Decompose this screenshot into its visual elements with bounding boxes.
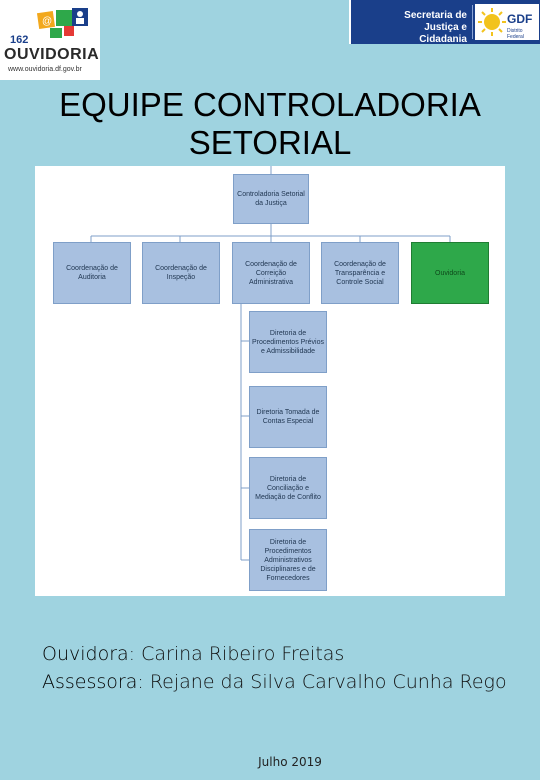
org-box-procedimentos-disciplinares: Diretoria de Procedimentos Administrativ…: [249, 529, 327, 591]
logo-url-text: www.ouvidoria.df.gov.br: [8, 66, 82, 73]
banner-divider: [472, 5, 473, 39]
org-box-ouvidoria: Ouvidoria: [411, 242, 489, 304]
svg-text:@: @: [42, 16, 52, 27]
org-box-inspecao: Coordenação de Inspeção: [142, 242, 220, 304]
gdf-text: GDF: [507, 12, 533, 26]
staff-ouvidora: Ouvidora: Carina Ribeiro Freitas: [42, 643, 345, 665]
staff-role: Assessora: [42, 671, 138, 693]
staff-role: Ouvidora: [42, 643, 129, 665]
org-chart: Controladoria Setorial da Justiça Coorde…: [35, 166, 505, 596]
secretariat-name: Secretaria de Justiça e Cidadania: [395, 10, 467, 46]
document-date: Julho 2019: [258, 755, 322, 769]
org-chart-connectors: [90, 166, 451, 561]
title-line-1: EQUIPE CONTROLADORIA: [59, 86, 481, 123]
secretariat-line-1: Secretaria de: [404, 10, 467, 21]
ouvidoria-logo: @ 162 OUVIDORIA www.ouvidoria.df.gov.br: [0, 0, 100, 80]
org-box-correicao: Coordenação de Correição Administrativa: [232, 242, 310, 304]
sun-icon: [478, 8, 506, 36]
org-box-procedimentos-previos: Diretoria de Procedimentos Prévios e Adm…: [249, 311, 327, 373]
staff-assessora: Assessora: Rejane da Silva Carvalho Cunh…: [42, 671, 507, 693]
org-box-auditoria: Coordenação de Auditoria: [53, 242, 131, 304]
org-box-transparencia: Coordenação de Transparência e Controle …: [321, 242, 399, 304]
title-line-2: SETORIAL: [188, 124, 352, 161]
staff-credits: Ouvidora: Carina Ribeiro Freitas Assesso…: [42, 640, 507, 696]
logo-brand-text: OUVIDORIA: [4, 46, 100, 63]
org-box-tomada-contas: Diretoria Tomada de Contas Especial: [249, 386, 327, 448]
staff-name: Rejane da Silva Carvalho Cunha Rego: [149, 671, 507, 693]
staff-name: Carina Ribeiro Freitas: [141, 643, 345, 665]
page-title: EQUIPE CONTROLADORIA SETORIAL: [0, 86, 540, 162]
gdf-logo: GDF Distrito Federal: [475, 4, 539, 40]
government-banner: Secretaria de Justiça e Cidadania GDF Di…: [349, 0, 540, 46]
secretariat-line-2: Justiça e Cidadania: [419, 22, 467, 45]
logo-number: 162: [10, 34, 29, 46]
org-box-root: Controladoria Setorial da Justiça: [233, 174, 309, 224]
ouvidoria-logo-icon: @: [36, 8, 88, 38]
gdf-subtitle: Distrito Federal: [507, 28, 524, 40]
org-box-conciliacao: Diretoria de Conciliação e Mediação de C…: [249, 457, 327, 519]
